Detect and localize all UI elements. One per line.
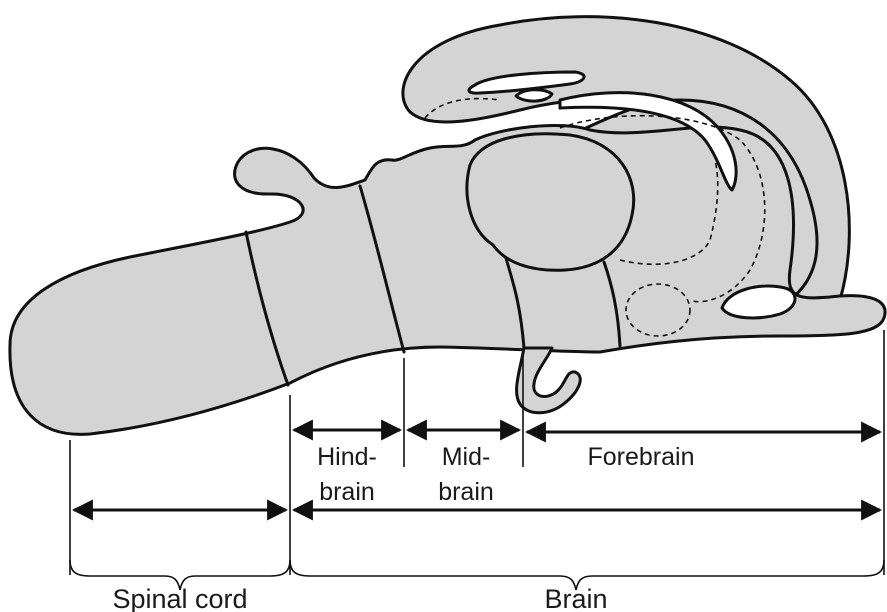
hindbrain-label-line1: Hind- — [317, 443, 377, 471]
brain-label: Brain — [544, 584, 607, 612]
midbrain-bulge — [465, 132, 636, 272]
neural-tube-body — [8, 124, 887, 436]
dashed-upper-arc — [424, 97, 501, 119]
spinal-cord-boundary-line — [244, 230, 290, 387]
forebrain-label: Forebrain — [588, 443, 695, 471]
hindbrain-label-line2: brain — [319, 478, 375, 506]
brain-brace — [289, 559, 885, 591]
curved-ventricle-opening — [558, 91, 738, 192]
midbrain-label-line1: Mid- — [442, 443, 491, 471]
midbrain-label-line2: brain — [438, 478, 494, 506]
dashed-structure-outer — [559, 114, 766, 303]
dashed-circle — [625, 283, 691, 337]
spinal-cord-brace — [69, 559, 291, 591]
midbrain-forebrain-line — [504, 256, 526, 350]
upper-ventricle-opening — [467, 70, 586, 95]
small-ventricle-opening — [514, 88, 554, 103]
hypothalamus-hook — [515, 346, 582, 415]
hindbrain-midbrain-line — [358, 184, 406, 354]
forebrain-inner-line — [602, 260, 622, 348]
spinal-cord-label: Spinal cord — [112, 584, 247, 612]
right-lens-opening — [720, 284, 797, 320]
dashed-structure-inner — [619, 159, 719, 266]
